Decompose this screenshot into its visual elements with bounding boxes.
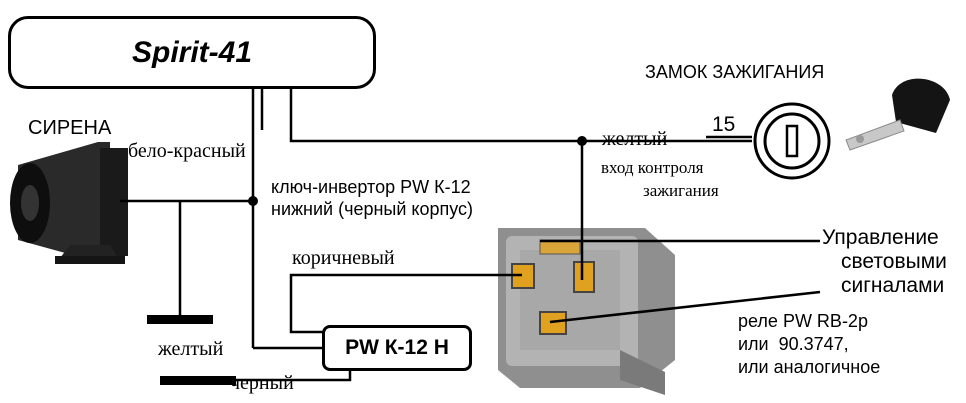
junction-dot	[577, 136, 587, 146]
siren-label: СИРЕНА	[28, 117, 112, 139]
wire-brown-label: коричневый	[292, 247, 395, 269]
wire-yellow-left-label: желтый	[158, 338, 224, 360]
unit-title: Spirit-41	[131, 35, 253, 69]
light-control-line-1: Управление	[822, 226, 939, 249]
siren-image	[10, 142, 128, 264]
spirit-41-unit: Spirit-41	[8, 16, 376, 89]
ignition-lock-symbol	[753, 102, 831, 180]
terminal-number: 15	[712, 113, 736, 136]
relay-image	[498, 228, 675, 395]
wire-black-label: черный	[230, 372, 294, 394]
junction-dot	[248, 196, 258, 206]
relay-note-line-2: или 90.3747,	[738, 334, 849, 354]
wires	[120, 87, 821, 382]
inverter-note-line-2: нижний (черный корпус)	[271, 199, 474, 219]
inverter-note-line-1: ключ-инвертор PW К-12	[271, 177, 471, 197]
relay-note-line-1: реле PW RB-2p	[738, 311, 868, 331]
ignition-input-line-2: зажигания	[643, 181, 719, 200]
light-control-line-2: световыми	[841, 250, 947, 273]
wire-white-red-label: бело-красный	[128, 140, 246, 162]
ground-bar-siren	[147, 315, 213, 324]
pw-k12n-module: PW К-12 Н	[322, 325, 472, 371]
module-label: PW К-12 Н	[345, 336, 449, 359]
key-image	[845, 78, 950, 151]
ignition-lock-label: ЗАМОК ЗАЖИГАНИЯ	[645, 62, 825, 82]
ignition-input-line-1: вход контроля	[601, 158, 704, 177]
light-control-line-3: сигналами	[841, 274, 945, 297]
relay-note-line-3: или аналогичное	[738, 357, 881, 377]
wire-yellow-right-label: желтый	[602, 128, 668, 150]
ground-bar-module	[160, 376, 236, 385]
